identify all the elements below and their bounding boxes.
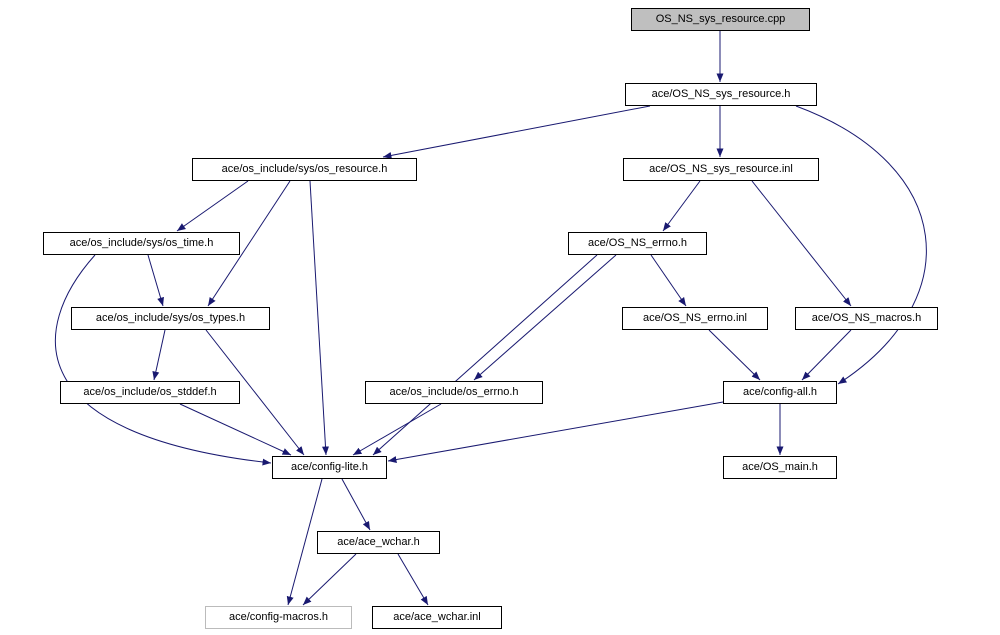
graph-node-label: ace/OS_main.h — [742, 461, 818, 473]
graph-node-label: ace/OS_NS_macros.h — [811, 312, 922, 324]
graph-node-ace_wchar_h[interactable]: ace/ace_wchar.h — [317, 531, 440, 554]
graph-node-label: ace/os_include/os_stddef.h — [83, 386, 217, 398]
edge-config_all_h-to-config_lite_h — [387, 401, 724, 463]
graph-node-label: ace/config-lite.h — [290, 461, 369, 473]
graph-node-OS_NS_sys_resource_cpp[interactable]: OS_NS_sys_resource.cpp — [631, 8, 810, 31]
graph-node-OS_NS_sys_resource_h[interactable]: ace/OS_NS_sys_resource.h — [625, 83, 817, 106]
edge-OS_NS_macros_h-to-config_all_h — [801, 329, 852, 381]
graph-node-config_macros_h[interactable]: ace/config-macros.h — [205, 606, 352, 629]
graph-node-label: ace/OS_NS_errno.h — [587, 237, 688, 249]
graph-node-label: ace/OS_NS_sys_resource.inl — [649, 163, 793, 175]
graph-node-OS_NS_macros_h[interactable]: ace/OS_NS_macros.h — [795, 307, 938, 330]
graph-node-label: ace/OS_NS_errno.inl — [643, 312, 747, 324]
graph-node-OS_main_h[interactable]: ace/OS_main.h — [723, 456, 837, 479]
graph-node-label: ace/os_include/sys/os_time.h — [69, 237, 214, 249]
edge-config_lite_h-to-ace_wchar_h — [341, 478, 371, 531]
edge-ace_wchar_h-to-ace_wchar_inl — [397, 553, 429, 606]
edge-os_resource_h-to-os_time_h — [176, 180, 249, 232]
edge-os_errno_h-to-config_lite_h — [352, 403, 442, 456]
edge-OS_NS_errno_h-to-os_errno_h — [473, 254, 617, 381]
edge-OS_NS_sys_resource_inl-to-OS_NS_errno_h — [662, 180, 701, 232]
edge-OS_NS_errno_h-to-OS_NS_errno_inl — [650, 254, 687, 307]
graph-node-OS_NS_errno_h[interactable]: ace/OS_NS_errno.h — [568, 232, 707, 255]
graph-node-config_all_h[interactable]: ace/config-all.h — [723, 381, 837, 404]
edge-os_resource_h-to-config_lite_h — [309, 180, 329, 456]
graph-node-label: ace/OS_NS_sys_resource.h — [651, 88, 791, 100]
edge-os_types_h-to-os_stddef_h — [152, 329, 166, 381]
edge-OS_NS_sys_resource_inl-to-OS_NS_macros_h — [751, 180, 852, 307]
graph-node-label: ace/config-macros.h — [228, 611, 329, 623]
edge-os_stddef_h-to-config_lite_h — [179, 403, 292, 456]
graph-node-label: ace/os_include/sys/os_resource.h — [221, 163, 388, 175]
graph-node-label: ace/os_include/sys/os_types.h — [95, 312, 246, 324]
graph-node-OS_NS_errno_inl[interactable]: ace/OS_NS_errno.inl — [622, 307, 768, 330]
graph-node-label: ace/ace_wchar.inl — [393, 611, 481, 623]
graph-node-OS_NS_sys_resource_inl[interactable]: ace/OS_NS_sys_resource.inl — [623, 158, 819, 181]
graph-node-config_lite_h[interactable]: ace/config-lite.h — [272, 456, 387, 479]
edge-os_time_h-to-os_types_h — [147, 254, 164, 307]
graph-node-os_types_h[interactable]: ace/os_include/sys/os_types.h — [71, 307, 270, 330]
edge-ace_wchar_h-to-config_macros_h — [302, 553, 357, 606]
graph-node-label: ace/config-all.h — [743, 386, 817, 398]
graph-node-os_stddef_h[interactable]: ace/os_include/os_stddef.h — [60, 381, 240, 404]
graph-node-label: ace/ace_wchar.h — [337, 536, 420, 548]
graph-node-os_time_h[interactable]: ace/os_include/sys/os_time.h — [43, 232, 240, 255]
edge-OS_NS_errno_h-to-config_lite_h — [372, 254, 598, 456]
graph-node-label: OS_NS_sys_resource.cpp — [655, 13, 786, 25]
graph-node-os_errno_h[interactable]: ace/os_include/os_errno.h — [365, 381, 543, 404]
graph-node-label: ace/os_include/os_errno.h — [389, 386, 519, 398]
graph-node-ace_wchar_inl[interactable]: ace/ace_wchar.inl — [372, 606, 502, 629]
edge-OS_NS_sys_resource_h-to-os_resource_h — [382, 105, 651, 159]
edge-os_time_h-to-config_lite_h — [54, 254, 272, 466]
graph-node-os_resource_h[interactable]: ace/os_include/sys/os_resource.h — [192, 158, 417, 181]
edge-OS_NS_errno_inl-to-config_all_h — [708, 329, 761, 381]
edge-OS_NS_sys_resource_h-to-config_all_h — [795, 105, 927, 385]
